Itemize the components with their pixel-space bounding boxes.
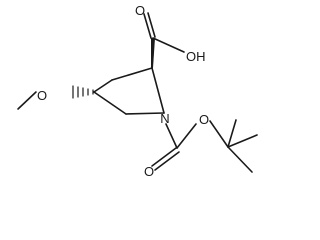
atom-label-methoxy-oxygen: O xyxy=(37,88,47,103)
bond-boc-carbonyl-b xyxy=(154,151,180,171)
bond-cooh-hydroxyl xyxy=(152,37,185,53)
bond-cooh-carbonyl-b xyxy=(147,12,156,38)
atom-label-carbonyl-oxygen-boc: O xyxy=(144,164,154,179)
bond-tbu-methyl-2 xyxy=(227,134,258,148)
structure-diagram: O OH O N O O xyxy=(17,3,258,179)
atom-label-carbonyl-oxygen-acid: O xyxy=(135,3,145,18)
bond-c5-c4 xyxy=(93,91,127,115)
stereo-hash-c4-ome xyxy=(72,85,94,99)
bond-cooh-carbonyl-a xyxy=(143,13,152,39)
bond-n1-boc-carbonyl xyxy=(165,123,178,149)
bond-c4-c3 xyxy=(93,79,113,93)
bond-ester-o-tbu xyxy=(209,120,229,148)
bond-n1-c5 xyxy=(125,112,165,115)
atom-label-ester-oxygen-boc: O xyxy=(199,112,209,127)
atom-label-ring-nitrogen: N xyxy=(160,111,169,126)
atom-label-hydroxyl: OH xyxy=(186,49,206,64)
bond-c3-c2 xyxy=(111,67,153,81)
bond-tbu-methyl-3 xyxy=(227,146,253,173)
bond-carbonyl-ester-o xyxy=(176,123,197,149)
stereo-wedge-c2-cooh xyxy=(151,38,155,68)
bond-boc-carbonyl-a xyxy=(151,147,177,167)
bond-tbu-methyl-1 xyxy=(227,119,237,148)
bond-c2-n1 xyxy=(151,67,165,114)
bond-o-methyl xyxy=(17,91,37,110)
